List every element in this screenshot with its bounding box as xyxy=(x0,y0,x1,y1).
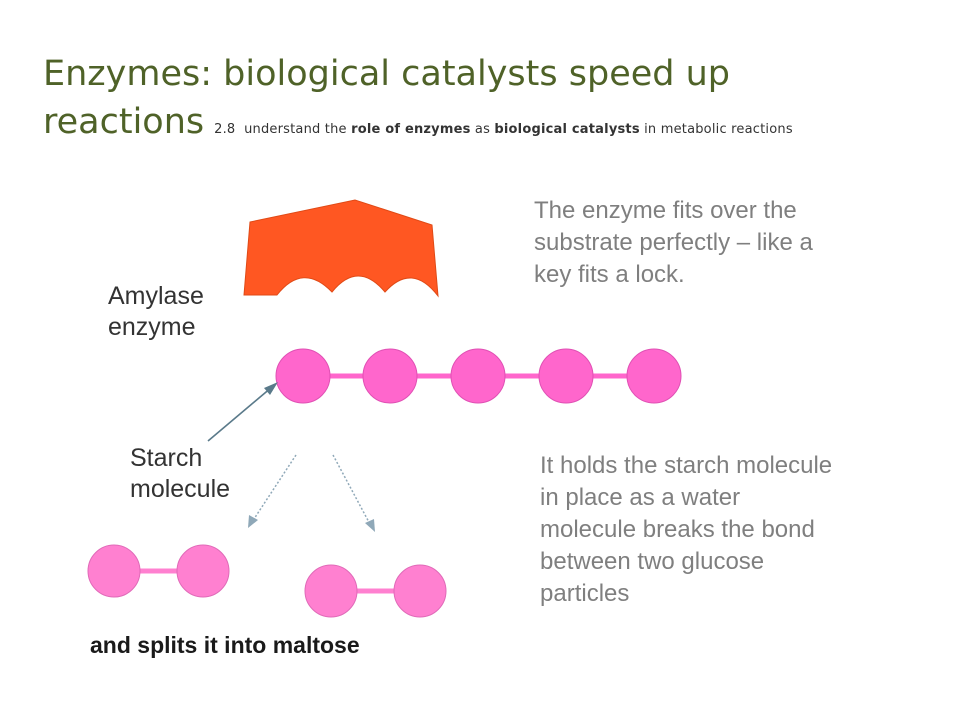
maltose-molecule xyxy=(304,564,447,618)
spec-statement: 2.8 understand the role of enzymes as bi… xyxy=(214,122,793,137)
glucose-unit xyxy=(626,348,682,404)
glucose-unit xyxy=(176,544,230,598)
hydrolysis-caption: It holds the starch molecule in place as… xyxy=(540,452,833,607)
spec-text: in metabolic reactions xyxy=(644,122,793,137)
spec-text: as xyxy=(474,122,491,137)
glucose-unit xyxy=(87,544,141,598)
spec-bold-term: role of enzymes xyxy=(351,122,471,137)
spec-bold-term: biological catalysts xyxy=(494,122,640,137)
glucose-unit xyxy=(362,348,418,404)
glucose-unit xyxy=(450,348,506,404)
starch-molecule xyxy=(275,348,682,404)
glucose-unit xyxy=(304,564,358,618)
spec-number: 2.8 xyxy=(214,122,236,137)
maltose-molecule xyxy=(87,544,230,598)
amylase-label: Amylase enzyme xyxy=(108,282,204,341)
maltose-label: and splits it into maltose xyxy=(90,632,360,658)
breakdown-arrow-right xyxy=(332,454,375,532)
breakdown-arrow-left xyxy=(248,454,297,528)
slide-title: Enzymes: biological catalysts speed up r… xyxy=(43,50,923,154)
title-text: Enzymes: biological catalysts speed up r… xyxy=(43,54,731,142)
glucose-unit xyxy=(538,348,594,404)
starch-pointer-arrow xyxy=(207,382,278,442)
glucose-unit xyxy=(275,348,331,404)
spec-text: understand the xyxy=(244,122,347,137)
glucose-unit xyxy=(393,564,447,618)
starch-label: Starch molecule xyxy=(130,444,231,503)
lock-and-key-caption: The enzyme fits over the substrate perfe… xyxy=(534,197,813,288)
amylase-enzyme-shape xyxy=(243,199,439,298)
